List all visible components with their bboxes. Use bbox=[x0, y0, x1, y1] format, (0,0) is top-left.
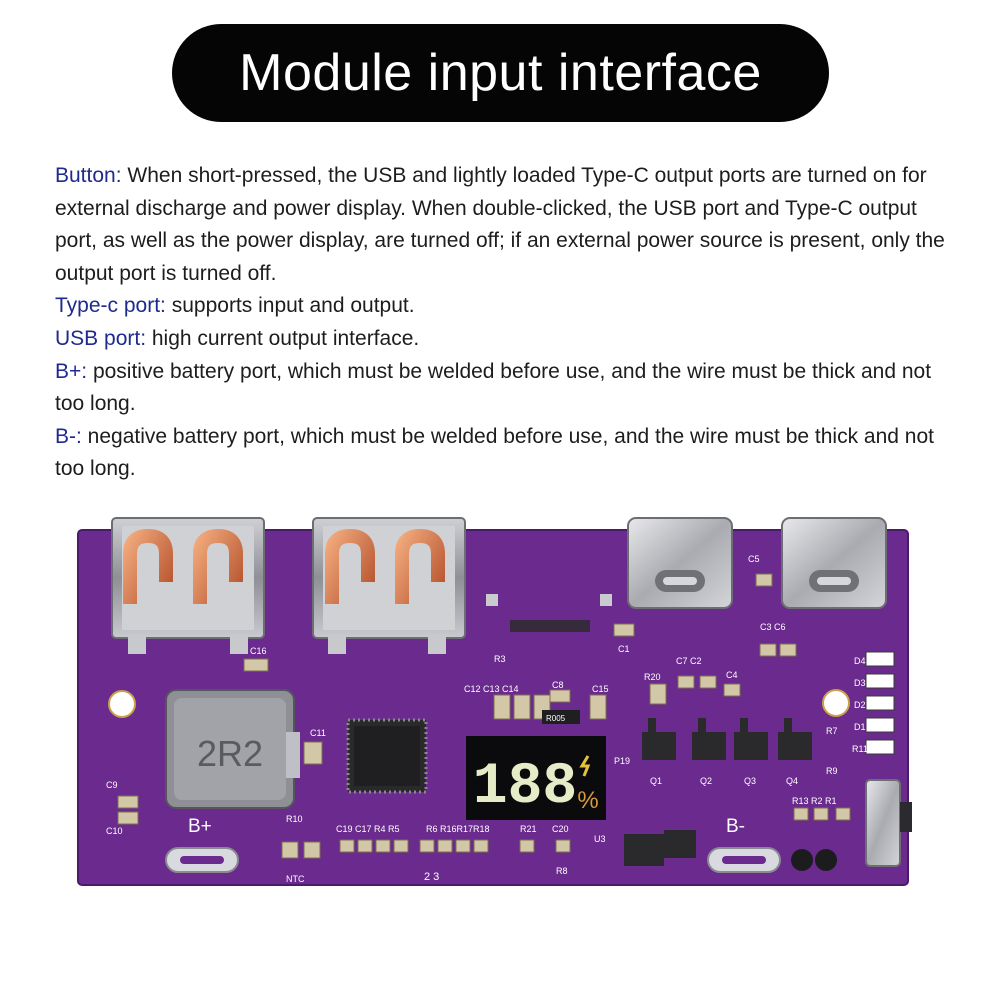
silk-r9: R9 bbox=[826, 766, 838, 776]
silk-c5: C5 bbox=[748, 554, 760, 564]
silk-u3: U3 bbox=[594, 834, 606, 844]
desc-bminus: B-: negative battery port, which must be… bbox=[55, 421, 955, 486]
silk-r13: R13 R2 R1 bbox=[792, 796, 837, 806]
type-c-port-1 bbox=[627, 517, 733, 609]
desc-key: USB port: bbox=[55, 326, 147, 350]
silk-r11: R11 bbox=[852, 744, 868, 754]
silk-c4: C4 bbox=[726, 670, 738, 680]
silk-r10: R10 bbox=[286, 814, 303, 824]
description-block: Button: When short-pressed, the USB and … bbox=[55, 160, 955, 486]
desc-text: negative battery port, which must be wel… bbox=[55, 424, 934, 481]
b-plus-pad bbox=[165, 847, 239, 873]
desc-key: Type-c port: bbox=[55, 294, 166, 318]
display-digits: 188 bbox=[473, 755, 577, 820]
silkscreen-labels: C16 R3 C1 C5 C3 C6 C7 C2 C4 R20 C12 C13 … bbox=[106, 554, 868, 884]
silk-r3: R3 bbox=[494, 654, 506, 664]
main-controller-chip bbox=[346, 718, 428, 794]
silk-c16: C16 bbox=[250, 646, 267, 656]
chip-u-a bbox=[624, 834, 664, 866]
title-banner: Module input interface bbox=[172, 24, 829, 122]
silk-c3c6: C3 C6 bbox=[760, 622, 786, 632]
silk-q4: Q4 bbox=[786, 776, 798, 786]
usb-a-port-2 bbox=[312, 517, 466, 654]
inductor: 2R2 bbox=[165, 689, 300, 809]
side-button bbox=[865, 779, 912, 867]
desc-text: positive battery port, which must be wel… bbox=[55, 359, 932, 416]
silk-c7c2: C7 C2 bbox=[676, 656, 702, 666]
desc-text: supports input and output. bbox=[165, 294, 415, 318]
desc-text: When short-pressed, the USB and lightly … bbox=[55, 164, 945, 285]
silk-r8: R8 bbox=[556, 866, 568, 876]
desc-text: high current output interface. bbox=[146, 326, 420, 350]
shunt-resistor bbox=[542, 710, 580, 724]
page-title: Module input interface bbox=[239, 44, 762, 102]
led-display: 188 % bbox=[466, 736, 606, 820]
silk-d3: D3 bbox=[854, 678, 866, 688]
chip-u-b bbox=[664, 830, 696, 858]
silk-c9: C9 bbox=[106, 780, 118, 790]
silk-c1: C1 bbox=[618, 644, 630, 654]
mosfet-row bbox=[642, 718, 812, 760]
silk-r005: R005 bbox=[546, 714, 566, 723]
desc-usb: USB port: high current output interface. bbox=[55, 323, 955, 356]
desc-key: B+: bbox=[55, 359, 88, 383]
silk-c20: C20 bbox=[552, 824, 569, 834]
desc-key: Button: bbox=[55, 164, 122, 187]
silk-c12: C12 C13 C14 bbox=[464, 684, 519, 694]
silk-row2: R6 R16R17R18 bbox=[426, 824, 490, 834]
silk-p19: P19 bbox=[614, 756, 630, 766]
led-indicators bbox=[865, 651, 895, 755]
silk-c15: C15 bbox=[592, 684, 609, 694]
silk-q3: Q3 bbox=[744, 776, 756, 786]
desc-typec: Type-c port: supports input and output. bbox=[55, 290, 955, 323]
silk-r21: R21 bbox=[520, 824, 537, 834]
silk-row1: C19 C17 R4 R5 bbox=[336, 824, 400, 834]
silk-q2: Q2 bbox=[700, 776, 712, 786]
silk-q1: Q1 bbox=[650, 776, 662, 786]
type-c-port-2 bbox=[781, 517, 887, 609]
mounting-hole bbox=[108, 690, 136, 718]
b-minus-label: B- bbox=[726, 816, 745, 837]
silk-r7: R7 bbox=[826, 726, 838, 736]
mounting-hole bbox=[822, 689, 850, 717]
b-minus-pad bbox=[707, 847, 781, 873]
silk-d2: D2 bbox=[854, 700, 866, 710]
silk-c10: C10 bbox=[106, 826, 123, 836]
display-unit: % bbox=[577, 787, 598, 814]
silk-c11: C11 bbox=[310, 728, 326, 738]
inductor-label: 2R2 bbox=[197, 733, 263, 774]
silk-ntc: NTC bbox=[286, 874, 305, 884]
silk-r20: R20 bbox=[644, 672, 661, 682]
desc-button: Button: When short-pressed, the USB and … bbox=[55, 160, 955, 290]
desc-bplus: B+: positive battery port, which must be… bbox=[55, 356, 955, 421]
silk-d4: D4 bbox=[854, 656, 866, 666]
silk-pads: 2 3 bbox=[424, 871, 439, 883]
silk-d1: D1 bbox=[854, 722, 866, 732]
desc-key: B-: bbox=[55, 424, 82, 448]
silk-c8: C8 bbox=[552, 680, 564, 690]
smd-components bbox=[117, 573, 851, 859]
pcb-board-photo: 2R2 188 % B+ B- bbox=[77, 517, 912, 886]
usb-a-port-1 bbox=[111, 517, 265, 654]
b-plus-label: B+ bbox=[188, 816, 212, 837]
